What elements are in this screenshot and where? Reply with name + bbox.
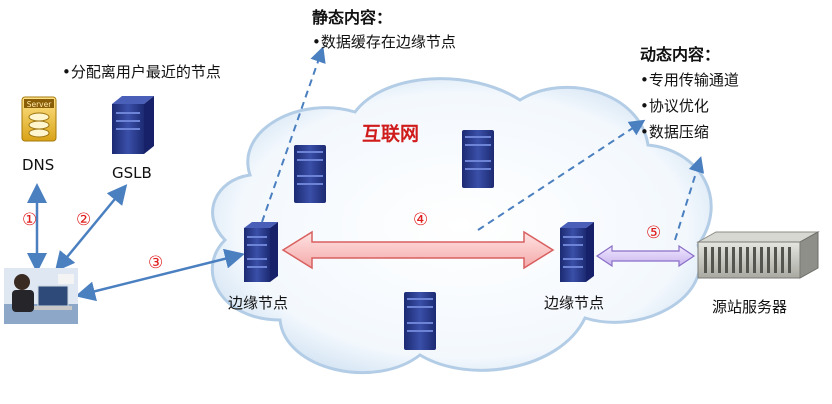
user-icon xyxy=(4,268,78,324)
dns-badge-text: Server xyxy=(27,100,53,109)
step-3-label: ③ xyxy=(148,253,163,273)
static-content-title: 静态内容： xyxy=(312,8,392,27)
gslb-server-icon xyxy=(112,96,154,154)
gslb-note: •分配离用户最近的节点 xyxy=(62,63,221,81)
dashed-arrow-static xyxy=(261,46,326,223)
edge-node-right-icon xyxy=(560,222,594,282)
dashed-arrow-dynamic xyxy=(477,119,646,231)
user-edge-arrow xyxy=(75,248,245,302)
dns-label: DNS xyxy=(22,156,54,174)
dynamic-content-item: •专用传输通道 xyxy=(640,71,739,89)
step-1-label: ① xyxy=(22,210,37,230)
edge-to-origin-arrow xyxy=(595,244,696,268)
cloud-server-icon xyxy=(294,145,326,203)
edge-node-right-label: 边缘节点 xyxy=(544,294,604,312)
origin-server-label: 源站服务器 xyxy=(712,298,787,316)
gslb-label: GSLB xyxy=(112,164,152,182)
dynamic-content-item: •数据压缩 xyxy=(640,123,709,141)
user-gslb-arrow xyxy=(54,184,128,272)
dynamic-content-title: 动态内容： xyxy=(640,45,720,64)
static-content-item: •数据缓存在边缘节点 xyxy=(312,33,456,51)
cloud-server-icon xyxy=(404,292,436,350)
cloud-server-icon xyxy=(462,130,494,188)
dynamic-content-item: •协议优化 xyxy=(640,97,709,115)
step-5-label: ⑤ xyxy=(646,223,661,243)
step-2-label: ② xyxy=(76,210,91,230)
edge-node-left-icon xyxy=(244,222,278,282)
dashed-arrow-dynamic-2 xyxy=(674,156,705,241)
dns-server-icon: Server xyxy=(21,96,57,142)
step-4-label: ④ xyxy=(413,210,428,230)
edge-to-edge-arrow xyxy=(281,230,555,270)
internet-cloud xyxy=(210,77,713,375)
internet-label: 互联网 xyxy=(362,123,419,145)
edge-node-left-label: 边缘节点 xyxy=(228,294,288,312)
origin-server-icon xyxy=(696,231,820,279)
